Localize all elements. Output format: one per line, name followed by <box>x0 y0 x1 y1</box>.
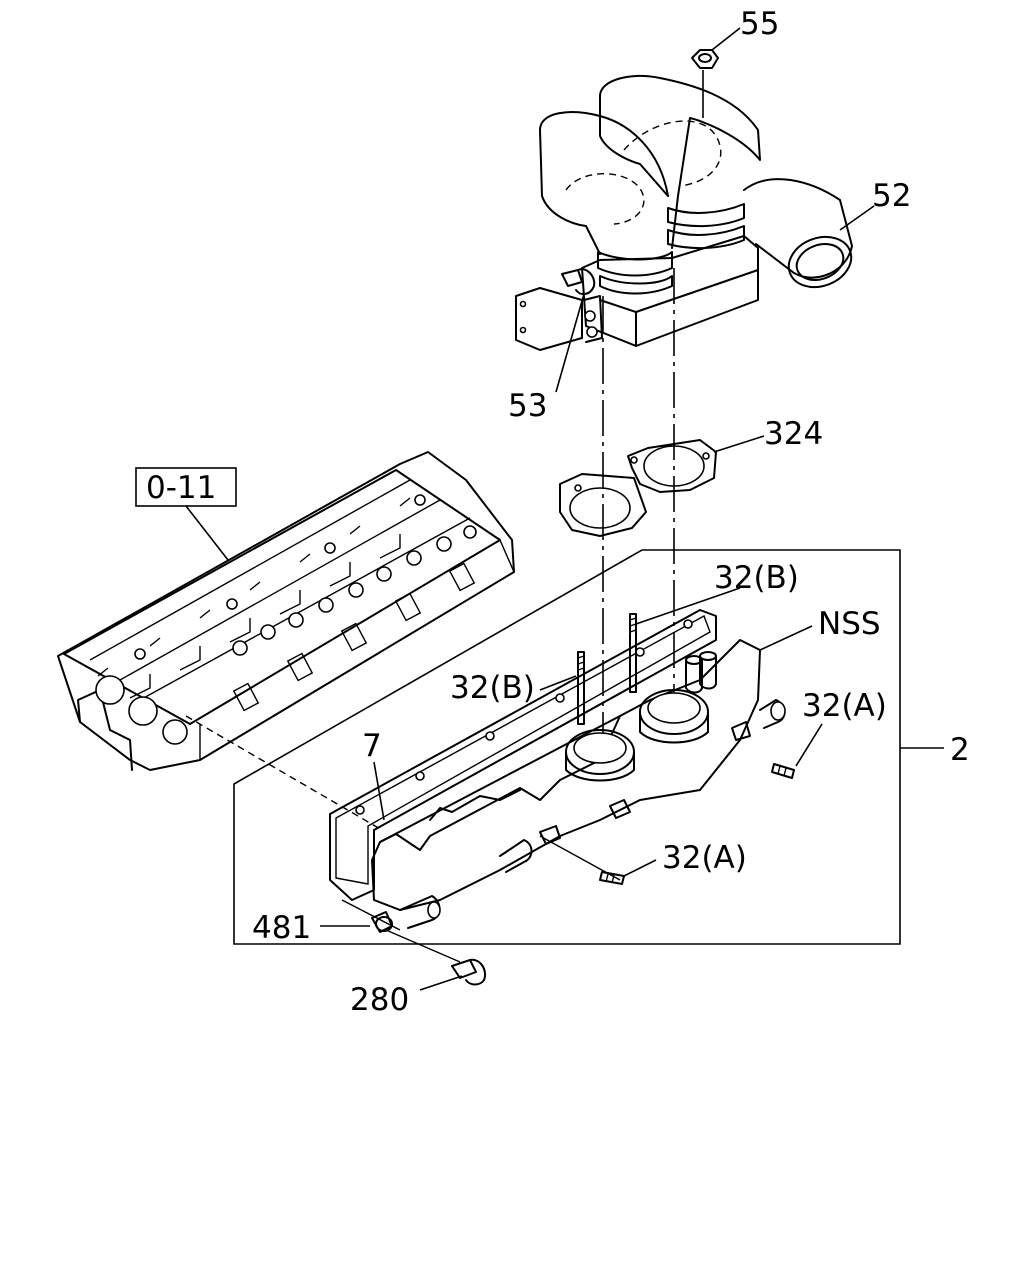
part-324-gasket <box>559 439 717 537</box>
part-280-bolt <box>451 958 486 986</box>
assembly-box-2 <box>233 549 901 945</box>
callout-7: 7 <box>362 728 382 764</box>
leader-32a-low <box>623 859 657 877</box>
callout-481: 481 <box>252 910 311 946</box>
part-55-nut <box>691 49 719 69</box>
leader-32b-left <box>539 675 577 691</box>
part-7-gasket <box>329 609 717 901</box>
leader-55 <box>711 27 741 51</box>
alignment-line-head <box>185 715 383 831</box>
callout-32b-top: 32(B) <box>714 560 799 596</box>
callout-52: 52 <box>872 178 911 214</box>
part-481-bolt <box>371 911 393 933</box>
callout-nss: NSS <box>818 606 881 642</box>
leader-324 <box>713 435 765 453</box>
callout-32b-left: 32(B) <box>450 670 535 706</box>
leader-32a-right <box>795 723 823 767</box>
callout-324: 324 <box>764 416 823 452</box>
callout-53: 53 <box>508 388 547 424</box>
callout-32a-right: 32(A) <box>802 688 887 724</box>
leader-32b-top <box>635 587 741 625</box>
part-53-bolt <box>561 268 596 296</box>
leader-52 <box>839 205 875 231</box>
callout-280: 280 <box>350 982 409 1018</box>
part-52-intake-duct <box>515 75 853 351</box>
cylinder-head <box>57 451 515 771</box>
leader-280 <box>419 975 463 991</box>
callout-32a-low: 32(A) <box>662 840 747 876</box>
part-2-intake-manifold <box>371 639 786 929</box>
leader-0-11 <box>185 505 229 561</box>
leader-nss <box>759 625 813 651</box>
callout-55: 55 <box>740 6 779 42</box>
alignment-lines-bolts <box>341 835 621 963</box>
callout-0-11: 0-11 <box>146 470 216 506</box>
part-32-studs <box>577 613 795 885</box>
callout-2: 2 <box>950 732 970 768</box>
leader-53 <box>555 293 585 393</box>
leader-7 <box>373 761 385 821</box>
